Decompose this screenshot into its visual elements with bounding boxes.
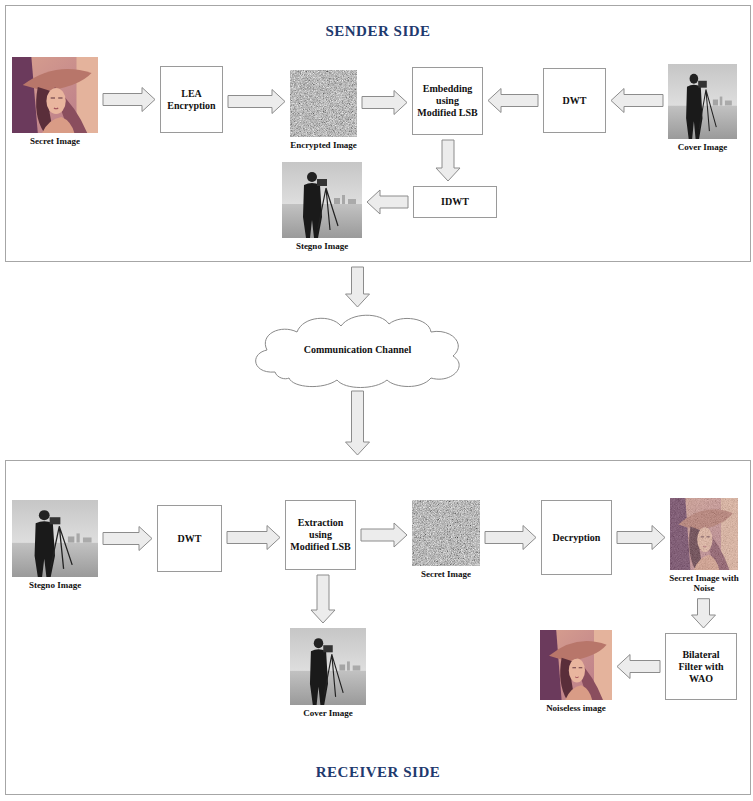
block-arrow	[346, 391, 370, 455]
box-label: Embedding using Modified LSB	[417, 83, 478, 119]
process-box: IDWT	[413, 186, 497, 218]
box-label: IDWT	[418, 196, 492, 208]
image-node: Encrypted Image	[290, 70, 357, 150]
channel-cloud: Communication Channel	[245, 310, 470, 388]
side-panel: RECEIVER SIDE Stegno Image DWT Extraction u…	[5, 460, 751, 795]
block-arrow	[692, 599, 716, 628]
block-arrow	[103, 527, 152, 551]
noiseless-image	[540, 630, 612, 700]
image-caption: Secret Image	[404, 569, 488, 579]
process-box: Extraction using Modified LSB	[285, 500, 356, 570]
encrypted-image	[412, 500, 480, 566]
box-label: DWT	[162, 533, 217, 545]
image-caption: Secret Image with Noise	[662, 573, 746, 594]
stego-image	[282, 162, 362, 238]
panel-title: SENDER SIDE	[6, 23, 750, 40]
noisy-image	[670, 498, 738, 570]
image-node: Noiseless image	[540, 630, 612, 713]
encrypted-image	[290, 70, 357, 137]
block-arrow	[488, 89, 538, 113]
block-arrow	[367, 190, 408, 214]
block-arrow	[362, 91, 407, 115]
box-label: Bilateral Filter with WAO	[670, 649, 732, 685]
process-box: LEA Encryption	[160, 66, 223, 133]
block-arrow	[346, 267, 370, 307]
block-arrow	[228, 90, 285, 114]
block-arrow	[227, 526, 280, 550]
process-box: Decryption	[541, 500, 612, 575]
stego-image	[12, 500, 98, 577]
block-arrow	[611, 89, 663, 113]
box-label: Extraction using Modified LSB	[290, 517, 351, 553]
process-box: Bilateral Filter with WAO	[665, 633, 737, 700]
process-box: Embedding using Modified LSB	[412, 67, 483, 135]
cover-image	[290, 628, 366, 705]
block-arrow	[617, 526, 665, 550]
block-arrow	[311, 575, 335, 623]
process-box: DWT	[543, 68, 606, 133]
panel-title: RECEIVER SIDE	[6, 764, 750, 781]
image-caption: Encrypted Image	[282, 140, 366, 150]
image-node: Secret Image	[12, 57, 98, 146]
secret-image	[12, 57, 98, 133]
process-box: DWT	[157, 505, 222, 572]
image-node: Stegno Image	[282, 162, 362, 251]
image-caption: Cover Image	[286, 708, 370, 718]
block-arrow	[485, 526, 536, 550]
image-node: Secret Image	[412, 500, 480, 579]
block-arrow	[436, 140, 460, 181]
side-panel: SENDER SIDESecret ImageLEA EncryptionEnc…	[5, 5, 751, 262]
box-label: LEA Encryption	[165, 88, 218, 112]
image-node: Stegno Image	[12, 500, 98, 590]
image-node: Secret Image with Noise	[670, 498, 738, 594]
image-caption: Cover Image	[661, 142, 745, 152]
noise-overlay	[670, 498, 738, 570]
box-label: DWT	[548, 95, 601, 107]
cloud-label: Communication Channel	[304, 344, 412, 355]
block-arrow	[103, 88, 155, 112]
cover-image	[668, 64, 737, 139]
image-node: Cover Image	[290, 628, 366, 718]
cloud-shape	[256, 315, 459, 387]
image-caption: Stegno Image	[12, 580, 98, 590]
image-caption: Secret Image	[12, 136, 98, 146]
block-arrow	[617, 655, 660, 679]
image-node: Cover Image	[668, 64, 737, 152]
image-caption: Noiseless image	[534, 703, 618, 713]
block-arrow	[361, 523, 407, 547]
box-label: Decryption	[546, 532, 607, 544]
image-caption: Stegno Image	[280, 241, 364, 251]
